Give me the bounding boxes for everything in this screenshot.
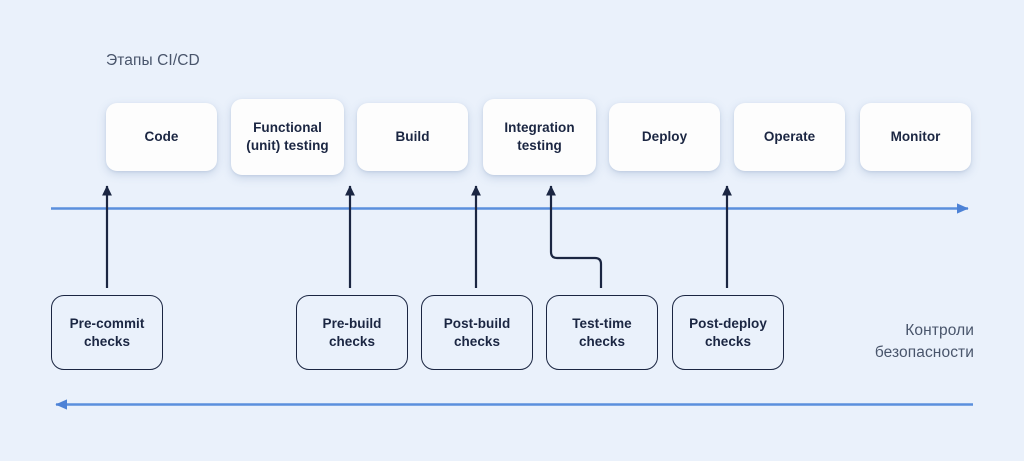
- stage-label: Deploy: [641, 129, 688, 145]
- control-label: Post-build checks: [443, 315, 511, 349]
- controls-caption: Контроли безопасности: [874, 322, 974, 362]
- stage-label: Functional (unit) testing: [246, 120, 329, 153]
- control-label: Test-time checks: [572, 315, 632, 349]
- stage-label: Integration testing: [504, 120, 575, 153]
- stage-card-functional-unit-testing[interactable]: Functional (unit) testing: [231, 99, 344, 175]
- stage-card-deploy[interactable]: Deploy: [609, 103, 720, 171]
- control-card-pre-build-checks[interactable]: Pre-build checks: [296, 295, 408, 370]
- control-card-post-deploy-checks[interactable]: Post-deploy checks: [672, 295, 784, 370]
- stage-label: Build: [395, 129, 430, 145]
- connector-test-time: [545, 185, 603, 288]
- control-card-test-time-checks[interactable]: Test-time checks: [546, 295, 658, 370]
- control-label: Pre-build checks: [322, 315, 382, 349]
- stage-card-code[interactable]: Code: [106, 103, 217, 171]
- stage-card-integration-testing[interactable]: Integration testing: [483, 99, 596, 175]
- stage-card-build[interactable]: Build: [357, 103, 468, 171]
- control-card-pre-commit-checks[interactable]: Pre-commit checks: [51, 295, 163, 370]
- stage-label: Operate: [763, 129, 816, 145]
- stage-card-monitor[interactable]: Monitor: [860, 103, 971, 171]
- stage-label: Monitor: [890, 129, 941, 145]
- control-label: Post-deploy checks: [689, 315, 767, 349]
- stage-card-operate[interactable]: Operate: [734, 103, 845, 171]
- stage-label: Code: [144, 129, 179, 145]
- control-card-post-build-checks[interactable]: Post-build checks: [421, 295, 533, 370]
- stages-caption: Этапы CI/CD: [106, 52, 200, 69]
- control-label: Pre-commit checks: [69, 315, 145, 349]
